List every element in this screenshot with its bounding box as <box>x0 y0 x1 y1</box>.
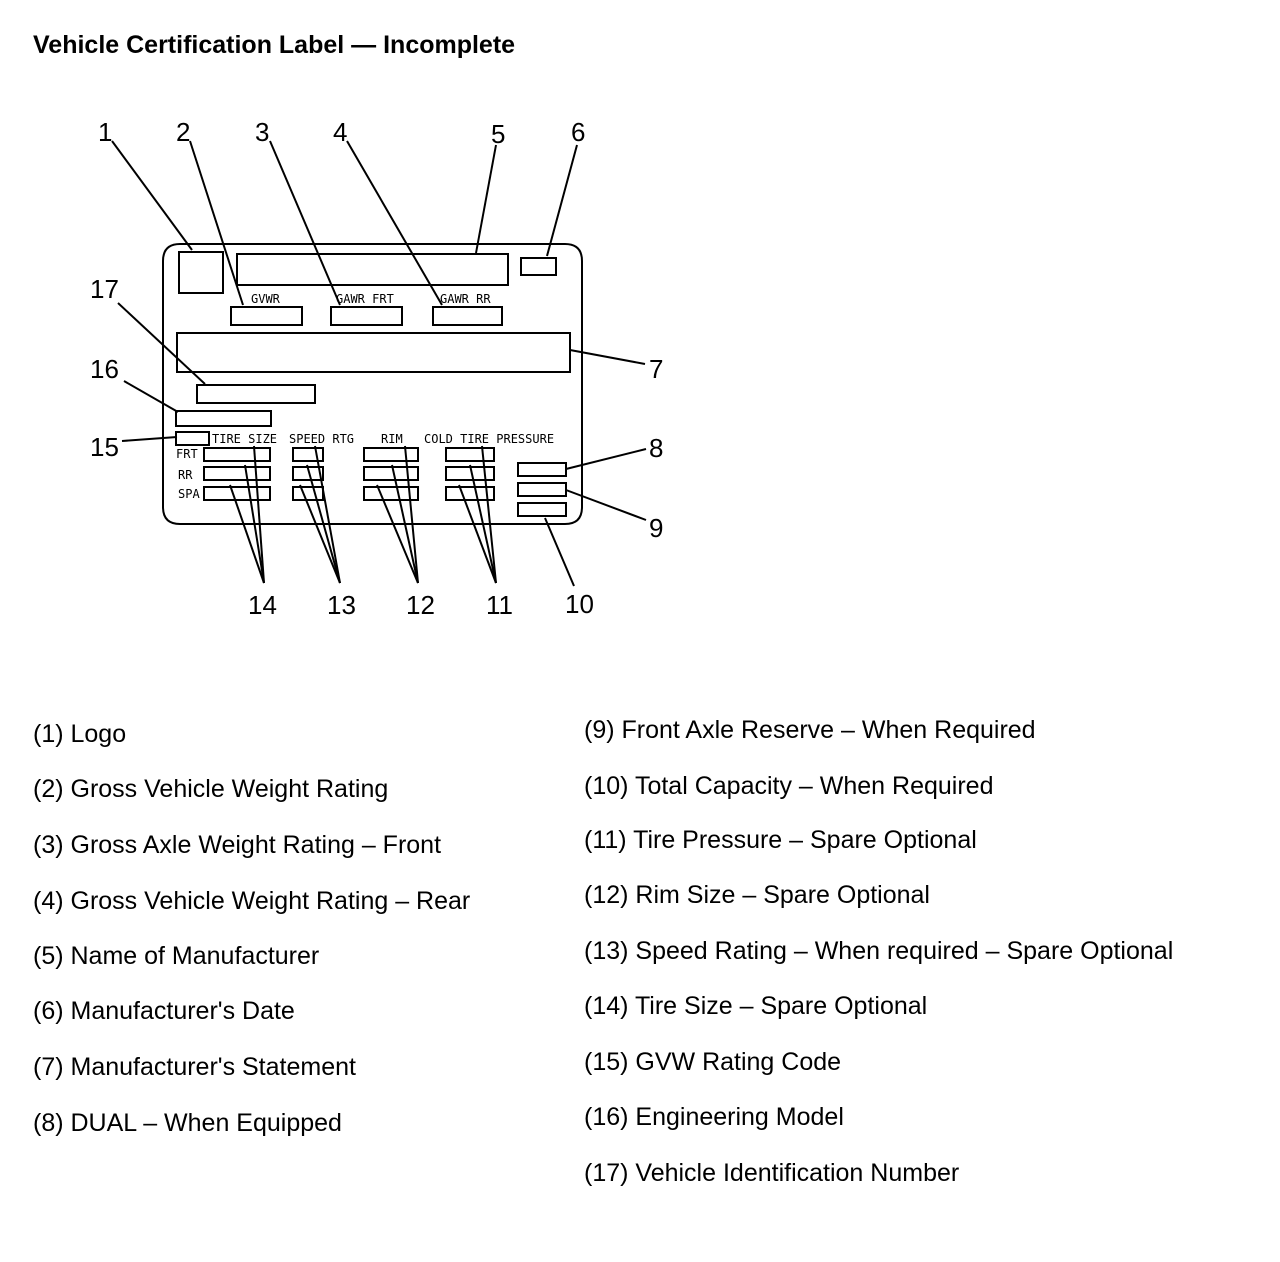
tire-size-text: TIRE SIZE <box>212 432 277 446</box>
dual-box <box>517 462 567 477</box>
rim-frt-box <box>363 447 419 462</box>
leader-10 <box>544 517 575 587</box>
legend-item: (17) Vehicle Identification Number <box>584 1159 960 1187</box>
leader-2 <box>189 140 244 306</box>
rim-rr-box <box>363 466 419 481</box>
legend-item: (5) Name of Manufacturer <box>33 942 320 970</box>
leader-15 <box>121 436 178 442</box>
speed-rtg-spa-box <box>292 486 324 501</box>
row-spa-text: SPA <box>178 487 200 501</box>
leader-9 <box>565 489 647 521</box>
callout-8: 8 <box>649 433 663 463</box>
leader-5 <box>475 144 497 254</box>
legend-item: (16) Engineering Model <box>584 1103 844 1131</box>
vin-box <box>196 384 316 404</box>
callout-15: 15 <box>90 432 119 462</box>
legend-item: (10) Total Capacity – When Required <box>584 772 994 800</box>
legend-item: (15) GVW Rating Code <box>584 1048 842 1076</box>
logo-box <box>178 251 224 294</box>
legend-item: (11) Tire Pressure – Spare Optional <box>584 826 977 854</box>
speed-rtg-text: SPEED RTG <box>289 432 354 446</box>
leader-1 <box>111 140 193 251</box>
legend-item: (7) Manufacturer's Statement <box>33 1053 356 1081</box>
legend-item: (4) Gross Vehicle Weight Rating – Rear <box>33 887 471 915</box>
leader-3 <box>269 140 341 306</box>
diagram-title: Vehicle Certification Label — Incomplete <box>33 31 516 59</box>
legend-item: (1) Logo <box>33 720 127 748</box>
callout-11: 11 <box>486 590 513 620</box>
row-frt-text: FRT <box>176 447 198 461</box>
callout-2: 2 <box>176 117 190 147</box>
callout-5: 5 <box>491 119 505 149</box>
callout-7: 7 <box>649 354 663 384</box>
legend-item: (14) Tire Size – Spare Optional <box>584 992 928 1020</box>
tire-size-spa-box <box>203 486 271 501</box>
gawr-rr-text: GAWR RR <box>440 292 491 306</box>
statement-box <box>176 332 571 373</box>
engineering-model-box <box>175 410 272 427</box>
front-axle-reserve-box <box>517 482 567 497</box>
gawr-frt-box <box>330 306 403 326</box>
tire-size-rr-box <box>203 466 271 481</box>
gawr-rr-box <box>432 306 503 326</box>
gvwr-box <box>230 306 303 326</box>
callout-12: 12 <box>406 590 435 620</box>
callout-6: 6 <box>571 117 585 147</box>
total-capacity-box <box>517 502 567 517</box>
manufacturer-name-box <box>236 253 509 286</box>
gvwr-text: GVWR <box>251 292 281 306</box>
legend-item: (8) DUAL – When Equipped <box>33 1109 342 1137</box>
cold-tire-pressure-text: COLD TIRE PRESSURE <box>424 432 554 446</box>
callout-17: 17 <box>90 274 119 304</box>
gawr-frt-text: GAWR FRT <box>336 292 394 306</box>
legend-item: (12) Rim Size – Spare Optional <box>584 881 930 909</box>
leader-7 <box>569 349 646 365</box>
leader-16 <box>123 380 179 413</box>
callout-9: 9 <box>649 513 663 543</box>
leader-17 <box>117 302 206 385</box>
leader-6 <box>546 144 578 257</box>
callout-14: 14 <box>248 590 277 620</box>
manufacturer-date-box <box>520 257 557 276</box>
legend-item: (6) Manufacturer's Date <box>33 997 295 1025</box>
leader-8 <box>565 448 647 470</box>
legend-item: (2) Gross Vehicle Weight Rating <box>33 775 389 803</box>
tire-size-frt-box <box>203 447 271 462</box>
certification-label-diagram: GVWR GAWR FRT GAWR RR TIRE SIZE SPEED RT… <box>90 117 663 620</box>
label-outline <box>162 243 583 525</box>
row-rr-text: RR <box>178 468 193 482</box>
tire-pressure-frt-box <box>445 447 495 462</box>
rim-text: RIM <box>381 432 403 446</box>
callout-4: 4 <box>333 117 347 147</box>
speed-rtg-frt-box <box>292 447 324 462</box>
gvw-code-box <box>175 431 210 446</box>
callout-16: 16 <box>90 354 119 384</box>
callout-1: 1 <box>98 117 112 147</box>
legend-item: (9) Front Axle Reserve – When Required <box>584 716 1036 744</box>
legend-item: (3) Gross Axle Weight Rating – Front <box>33 831 442 859</box>
callout-13: 13 <box>327 590 356 620</box>
callout-10: 10 <box>565 589 594 619</box>
callout-3: 3 <box>255 117 269 147</box>
legend-item: (13) Speed Rating – When required – Spar… <box>584 937 1174 965</box>
tire-pressure-spa-box <box>445 486 495 501</box>
leader-4 <box>346 140 443 306</box>
rim-spa-box <box>363 486 419 501</box>
